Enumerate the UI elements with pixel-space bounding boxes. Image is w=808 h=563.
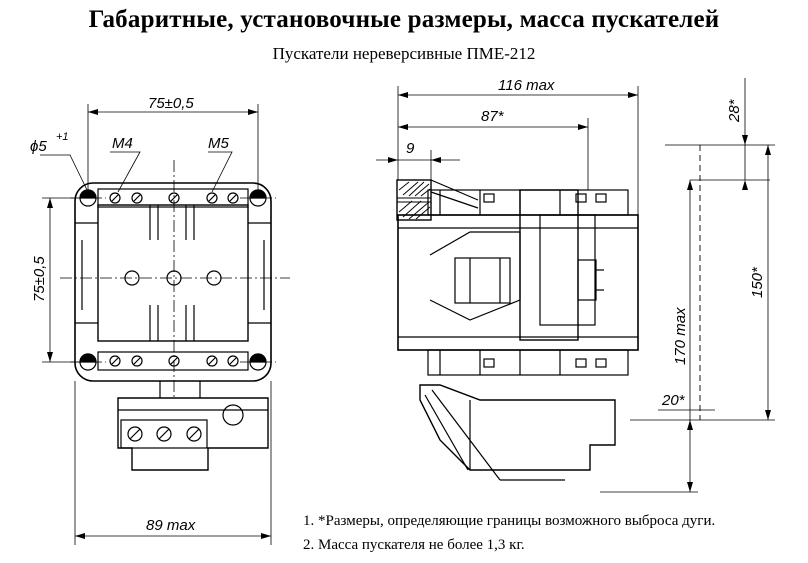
dim-20: 20* (661, 392, 686, 409)
mounting-holes (79, 189, 267, 371)
dim-depth-total: 116 max (498, 77, 555, 94)
page-title: Габаритные, установочные размеры, масса … (88, 6, 720, 33)
dim-hole-tol: +1 (56, 131, 69, 143)
dim-28: 28* (726, 98, 743, 123)
dim-hole-dia: ϕ5 (30, 138, 47, 155)
dim-9: 9 (406, 140, 415, 157)
page-subtitle: Пускатели нереверсивные ПМЕ-212 (272, 44, 536, 63)
dim-depth-87: 87* (481, 108, 505, 125)
arc-chute (396, 179, 432, 221)
dim-width-mounting: 75±0,5 (148, 95, 194, 112)
front-housing (74, 182, 272, 382)
side-body (397, 214, 639, 351)
dim-thread-m5: М5 (208, 135, 229, 152)
dim-150: 150* (749, 266, 766, 298)
dim-thread-m4: М4 (112, 135, 133, 152)
front-cover (97, 204, 249, 342)
front-view (40, 104, 290, 545)
note-2: 2. Масса пускателя не более 1,3 кг. (303, 537, 525, 553)
side-view (376, 78, 775, 493)
dim-height-mounting: 75±0,5 (31, 256, 48, 302)
dim-width-total: 89 max (146, 517, 196, 534)
thermal-relay (117, 381, 269, 471)
note-1: 1. *Размеры, определяющие границы возмож… (303, 513, 716, 529)
dim-height-total: 170 max (672, 307, 689, 365)
terminals-bottom (97, 351, 249, 371)
